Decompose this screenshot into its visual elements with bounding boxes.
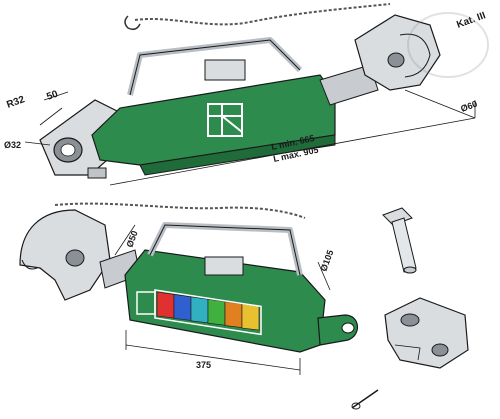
- dim-r32: R32: [5, 94, 26, 111]
- gauge-stripe: [224, 301, 243, 328]
- top-piston-rod: [319, 64, 379, 106]
- gauge-stripe: [156, 291, 175, 319]
- bottom-valve-block: [204, 256, 244, 276]
- bottom-left-hook-end: [19, 209, 111, 301]
- bottom-length-gauge: [154, 289, 262, 336]
- gauge-stripe: [190, 296, 209, 324]
- ball-end-bracket: [384, 297, 469, 369]
- gauge-stripe: [241, 303, 260, 331]
- bottom-dimension-lines: [114, 224, 331, 375]
- bottom-brand-logo: [136, 291, 156, 315]
- top-valve-block: [204, 59, 246, 81]
- top-dimension-lines: [24, 89, 476, 186]
- dim-d32: Ø32: [4, 140, 21, 150]
- dim-d105: Ø105: [318, 249, 335, 273]
- top-brand-logo: [207, 103, 243, 137]
- linch-pin: [351, 389, 379, 410]
- gauge-stripe: [207, 298, 226, 326]
- dim-d50-bottom: Ø50: [124, 229, 139, 248]
- gauge-stripe: [173, 294, 192, 321]
- dim-d60: Ø60: [459, 99, 478, 114]
- pin: [382, 207, 417, 274]
- bottom-hydraulic-top-link: [19, 202, 358, 353]
- brand-watermark: [407, 12, 489, 78]
- bottom-safety-chain: [54, 202, 306, 219]
- bottom-right-eye-end: [317, 314, 358, 346]
- top-right-hook-end: [354, 14, 441, 91]
- dim-375: 375: [196, 360, 211, 370]
- top-hydraulic-top-link: [39, 3, 441, 179]
- top-chain-clip: [124, 15, 141, 31]
- top-cylinder-body: [91, 74, 336, 166]
- top-safety-chain: [134, 3, 391, 26]
- dim-50-top: 50: [45, 89, 60, 103]
